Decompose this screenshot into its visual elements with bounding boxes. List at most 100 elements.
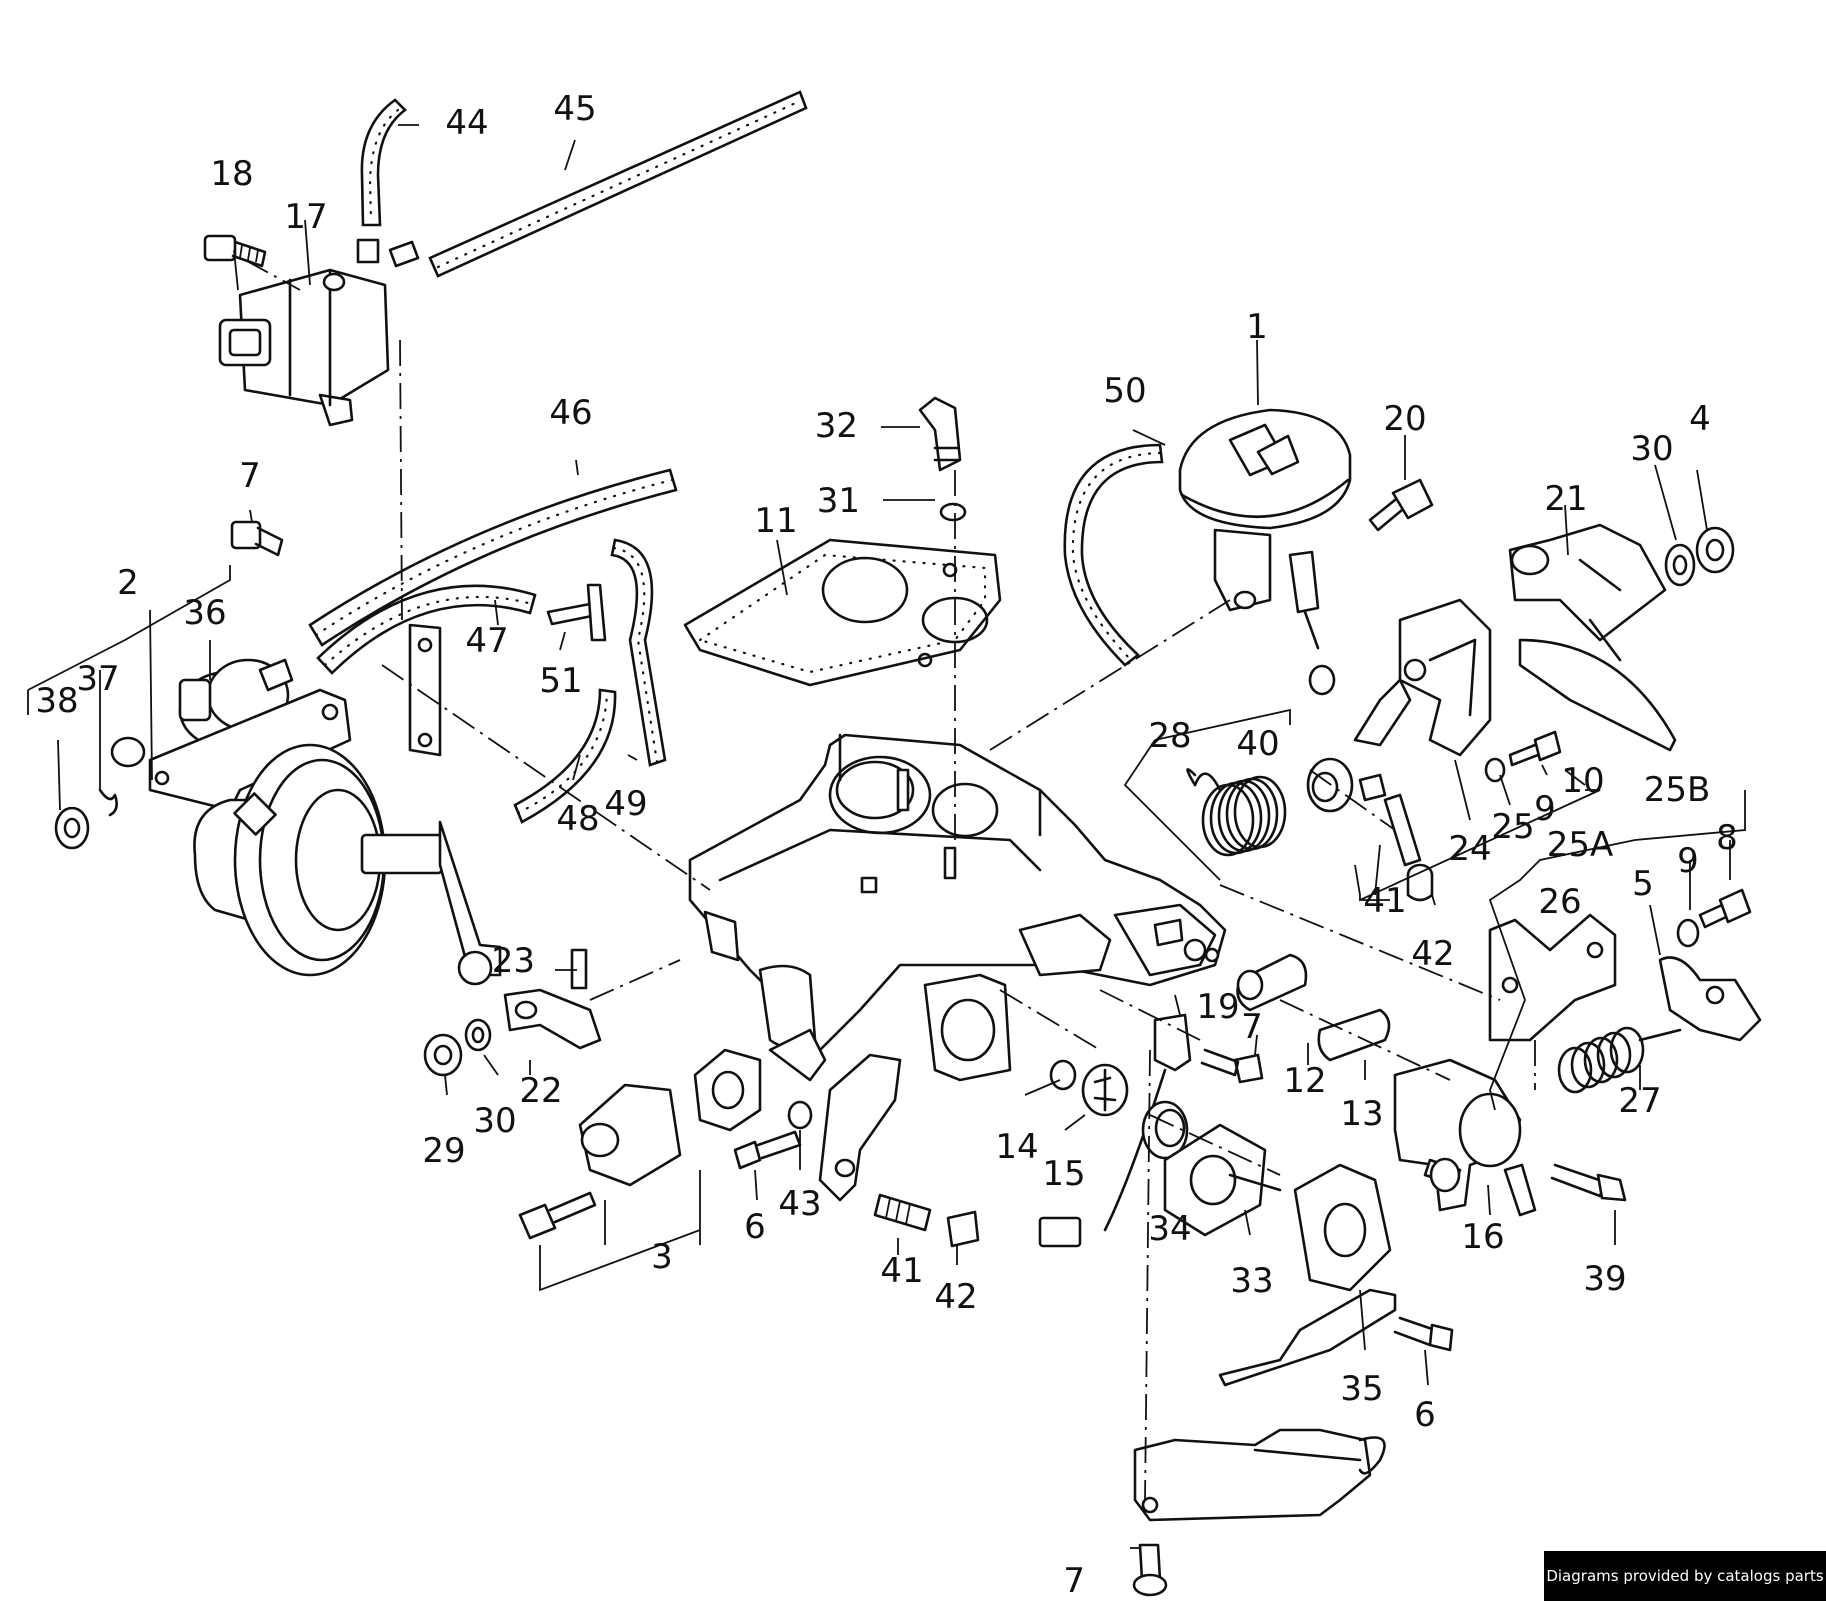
bracket-2 (148, 623, 442, 812)
washer-43 (787, 1100, 813, 1130)
part-label-p49: 49 (604, 784, 647, 824)
lever-21 (1508, 523, 1677, 752)
sleeve-13 (1317, 1008, 1391, 1062)
vacuum-unit-diaphragm (193, 743, 502, 986)
nut-4 (1695, 526, 1735, 574)
hose-44 (360, 98, 407, 227)
seal-ring-31 (939, 502, 967, 522)
lever-24 (1353, 598, 1492, 757)
part-label-p41a: 41 (1363, 881, 1406, 921)
part-label-p46: 46 (549, 393, 592, 433)
part-label-p37: 37 (76, 659, 119, 699)
part-label-p33: 33 (1230, 1261, 1273, 1301)
part-label-p5: 5 (1632, 864, 1654, 904)
screw-6-left (733, 1130, 802, 1170)
part-label-p34: 34 (1148, 1209, 1191, 1249)
gasket-11 (683, 538, 1002, 687)
part-label-p12: 12 (1283, 1061, 1326, 1101)
cover-3 (578, 1048, 762, 1187)
screw-6-right (1393, 1316, 1454, 1352)
part-label-p48: 48 (556, 799, 599, 839)
hose-49 (610, 538, 667, 767)
screw-7-left (230, 520, 284, 557)
nut-29 (423, 1033, 463, 1077)
part-label-p31: 31 (817, 481, 860, 521)
part-label-p20: 20 (1383, 399, 1426, 439)
pin-41-bottom (873, 1193, 932, 1232)
watermark-banner: Diagrams provided by catalogs parts (1544, 1551, 1826, 1601)
part-label-p43: 43 (778, 1184, 821, 1224)
part-label-p18: 18 (210, 154, 253, 194)
solenoid-valve-17 (218, 238, 420, 427)
washer-30-left (464, 1018, 492, 1052)
part-label-p23: 23 (492, 941, 535, 981)
part-label-p32: 32 (815, 406, 858, 446)
part-label-p25: 25 (1491, 807, 1534, 847)
part-label-p15: 15 (1042, 1154, 1085, 1194)
fitting-32 (918, 396, 962, 472)
hose-50 (1063, 443, 1164, 667)
part-label-p45: 45 (553, 89, 596, 129)
part-label-p27: 27 (1618, 1081, 1661, 1121)
part-label-p7a: 7 (239, 456, 261, 496)
lever-22 (503, 988, 602, 1050)
screw-8 (1698, 888, 1752, 929)
part-label-p7c: 7 (1063, 1561, 1085, 1601)
lever-5 (1658, 956, 1762, 1042)
lever-26 (1488, 913, 1617, 1042)
part-label-p13: 13 (1340, 1094, 1383, 1134)
part-label-p7b: 7 (1241, 1007, 1263, 1047)
washer-38 (54, 806, 90, 850)
sensor-19 (1038, 1013, 1192, 1248)
part-label-p42a: 42 (1411, 934, 1454, 974)
cover-15 (1081, 1063, 1129, 1117)
hose-48 (513, 688, 617, 824)
hose-45 (428, 90, 808, 278)
part-label-p17: 17 (284, 197, 327, 237)
part-label-p41b: 41 (880, 1251, 923, 1291)
part-label-p30a: 30 (1630, 429, 1673, 469)
screw-39 (1550, 1163, 1627, 1202)
pin-41-right (1383, 793, 1422, 867)
screw-7-bottom (1132, 1543, 1168, 1597)
part-label-p25a: 25A (1547, 825, 1614, 865)
part-label-p36: 36 (183, 593, 226, 633)
part-label-p47: 47 (465, 621, 508, 661)
clip-37 (98, 788, 118, 817)
fitting-25 (1358, 773, 1387, 802)
spring-28 (1186, 768, 1287, 857)
part-label-p29: 29 (422, 1131, 465, 1171)
lever-arm-throttle (818, 1053, 902, 1202)
screw-7-middle (1200, 1048, 1264, 1084)
choke-housing-16 (1393, 1058, 1537, 1217)
part-label-p26: 26 (1538, 882, 1581, 922)
bracket-lower-plate (1133, 1428, 1386, 1522)
part-label-p3: 3 (651, 1237, 673, 1277)
leader-lines (27, 124, 1746, 1549)
center-lines (244, 259, 1536, 1501)
part-label-p42b: 42 (934, 1277, 977, 1317)
part-label-p44: 44 (445, 103, 488, 143)
part-label-p24: 24 (1448, 829, 1491, 869)
part-label-p8: 8 (1716, 818, 1738, 858)
cap-42-bottom (946, 1210, 980, 1248)
part-label-p1: 1 (1246, 307, 1268, 347)
part-label-p25b: 25B (1644, 770, 1711, 810)
screw-10 (1508, 730, 1562, 767)
vacuum-unit-1 (1178, 408, 1352, 696)
part-label-p4: 4 (1689, 399, 1711, 439)
spring-27 (1557, 1026, 1682, 1094)
sleeve-12 (1236, 953, 1308, 1012)
washer-30-right (1664, 543, 1696, 587)
part-label-p6b: 6 (1414, 1395, 1436, 1435)
part-label-p40: 40 (1236, 724, 1279, 764)
hose-46 (308, 468, 678, 647)
part-label-p38: 38 (35, 681, 78, 721)
screw-3-bottom (518, 1191, 597, 1240)
carburetor-body (688, 733, 1227, 1052)
part-label-p10: 10 (1561, 761, 1604, 801)
part-label-p35: 35 (1340, 1369, 1383, 1409)
part-label-p14: 14 (995, 1127, 1038, 1167)
hose-47 (316, 584, 537, 675)
bracket-2-ring (110, 736, 146, 768)
